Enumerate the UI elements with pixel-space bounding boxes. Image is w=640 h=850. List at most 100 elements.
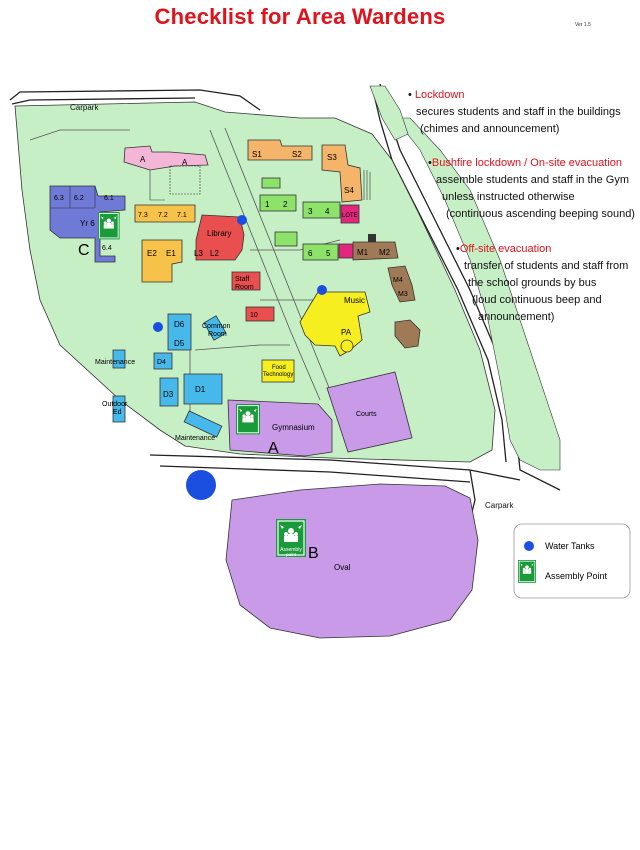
building-d5-label: D5 (174, 339, 185, 348)
assembly-point-a-sign (235, 403, 261, 435)
water-tanks (153, 215, 327, 500)
offsite-line-1: transfer of students and staff from (464, 260, 629, 272)
building-s3-s4 (321, 144, 363, 203)
building-pa-label: PA (341, 328, 352, 337)
building-10-label: 10 (250, 312, 258, 319)
legend-assembly-point-label: Assembly Point (545, 571, 608, 581)
building-maintenance-2 (183, 410, 223, 438)
water-tank-icon (186, 470, 216, 500)
building-7-1-label: 7.1 (177, 212, 187, 219)
building-d4 (153, 352, 173, 370)
stairs (363, 170, 371, 200)
building-s2-label: S2 (292, 150, 302, 159)
building-2-label: 2 (283, 200, 288, 209)
building-gymnasium-label: Gymnasium (272, 423, 315, 432)
building-d6-label: D6 (174, 320, 185, 329)
lockdown-line-1: secures students and staff in the buildi… (416, 106, 621, 118)
bushfire-section: •Bushfire lockdown / On-site evacuation … (428, 155, 635, 223)
offsite-line-2: the school grounds by bus (468, 277, 597, 289)
building-brown-small (394, 319, 421, 349)
courts-label: Courts (356, 411, 377, 418)
building-10 (245, 306, 275, 322)
internal-paths (29, 127, 341, 420)
building-6-4-label: 6.4 (102, 245, 112, 252)
building-d6-d5 (167, 313, 192, 351)
assembly-label-b: B (308, 545, 319, 562)
legend: Water Tanks Assembly Point (513, 523, 631, 599)
building-a-label-1: A (140, 155, 146, 164)
legend-water-tanks-label: Water Tanks (545, 541, 595, 551)
building-staff-room-label-1: Staff (235, 276, 249, 283)
grounds-right-strip (394, 117, 561, 471)
building-e (141, 239, 183, 283)
oval (225, 483, 479, 639)
building-yr6 (49, 185, 126, 263)
building-a (123, 145, 209, 171)
bushfire-heading: Bushfire lockdown / On-site evacuation (431, 157, 623, 169)
building-outdoor-ed-label-1: Outdoor (102, 401, 128, 408)
building-s1-label: S1 (252, 150, 262, 159)
building-music-pa (299, 291, 371, 357)
building-d1 (183, 373, 223, 405)
assembly-label-a: A (268, 440, 279, 457)
building-m3-label: M3 (398, 291, 408, 298)
building-food-technology-label-1: Food (272, 365, 286, 371)
legend-box (513, 523, 631, 599)
bushfire-line-1: assemble students and staff in the Gym (436, 174, 630, 186)
building-m1-label: M1 (357, 248, 369, 257)
building-common-room-label-2: Room (208, 331, 227, 338)
green-blocks (259, 177, 341, 261)
building-7-3-label: 7.3 (138, 212, 148, 219)
carpark-label-top: Carpark (70, 103, 99, 112)
water-tank-legend-icon (524, 541, 534, 551)
building-l2-label: L2 (210, 249, 219, 258)
offsite-section: •Off-site evacuation transfer of student… (456, 241, 628, 326)
building-d3 (159, 377, 179, 407)
assembly-point-c-sign (97, 211, 121, 240)
building-s3-label: S3 (327, 153, 337, 162)
building-food-technology-label-2: Technology (263, 372, 293, 378)
lockdown-heading: Lockdown (414, 89, 465, 101)
building-lote (340, 204, 360, 224)
building-outdoor-ed-label-2: Ed (113, 409, 122, 416)
building-magenta-small (338, 243, 354, 259)
building-7-2-label: 7.2 (158, 212, 168, 219)
offsite-heading: Off-site evacuation (459, 243, 552, 255)
bushfire-line-3: (continuous ascending beeping sound) (446, 208, 635, 220)
building-3-label: 3 (308, 207, 313, 216)
building-6-2-label: 6.2 (74, 195, 84, 202)
building-staff-room-label-2: Room (235, 284, 254, 291)
assembly-point-legend-icon (517, 559, 537, 584)
carpark-label-bottom: Carpark (485, 501, 514, 510)
assembly-sign-text-2: point (286, 552, 297, 557)
building-m1-m2 (352, 241, 399, 261)
building-yr6-label: Yr 6 (80, 219, 95, 228)
building-d3-label: D3 (163, 390, 174, 399)
building-m4-label: M4 (393, 277, 403, 284)
building-l3-label: L3 (194, 249, 203, 258)
grounds-top-right (369, 85, 409, 141)
lockdown-line-2: (chimes and announcement) (420, 123, 560, 135)
offsite-line-4: announcement) (478, 311, 555, 323)
building-maintenance-1 (112, 349, 126, 369)
bushfire-line-2: unless instructed otherwise (442, 191, 575, 203)
building-s4-label: S4 (344, 186, 354, 195)
building-d1-label: D1 (195, 385, 206, 394)
building-d4-label: D4 (157, 359, 166, 366)
building-s1-s2 (247, 139, 313, 161)
water-tank-icon (153, 322, 163, 332)
page-title: Checklist for Area Wardens (154, 4, 446, 29)
offsite-line-3: (loud continuous beep and (472, 294, 602, 306)
building-m3-m4 (387, 265, 416, 303)
building-7 (134, 204, 196, 223)
building-food-technology (261, 359, 295, 383)
building-common-room (203, 315, 227, 341)
building-maintenance-1-label: Maintenance (95, 359, 135, 366)
building-library-label: Library (207, 229, 231, 238)
water-tank-icon (237, 215, 247, 225)
courts (326, 371, 413, 453)
oval-label: Oval (334, 563, 351, 572)
building-lote-label: LOTE (342, 213, 358, 219)
building-outdoor-ed (112, 395, 126, 423)
